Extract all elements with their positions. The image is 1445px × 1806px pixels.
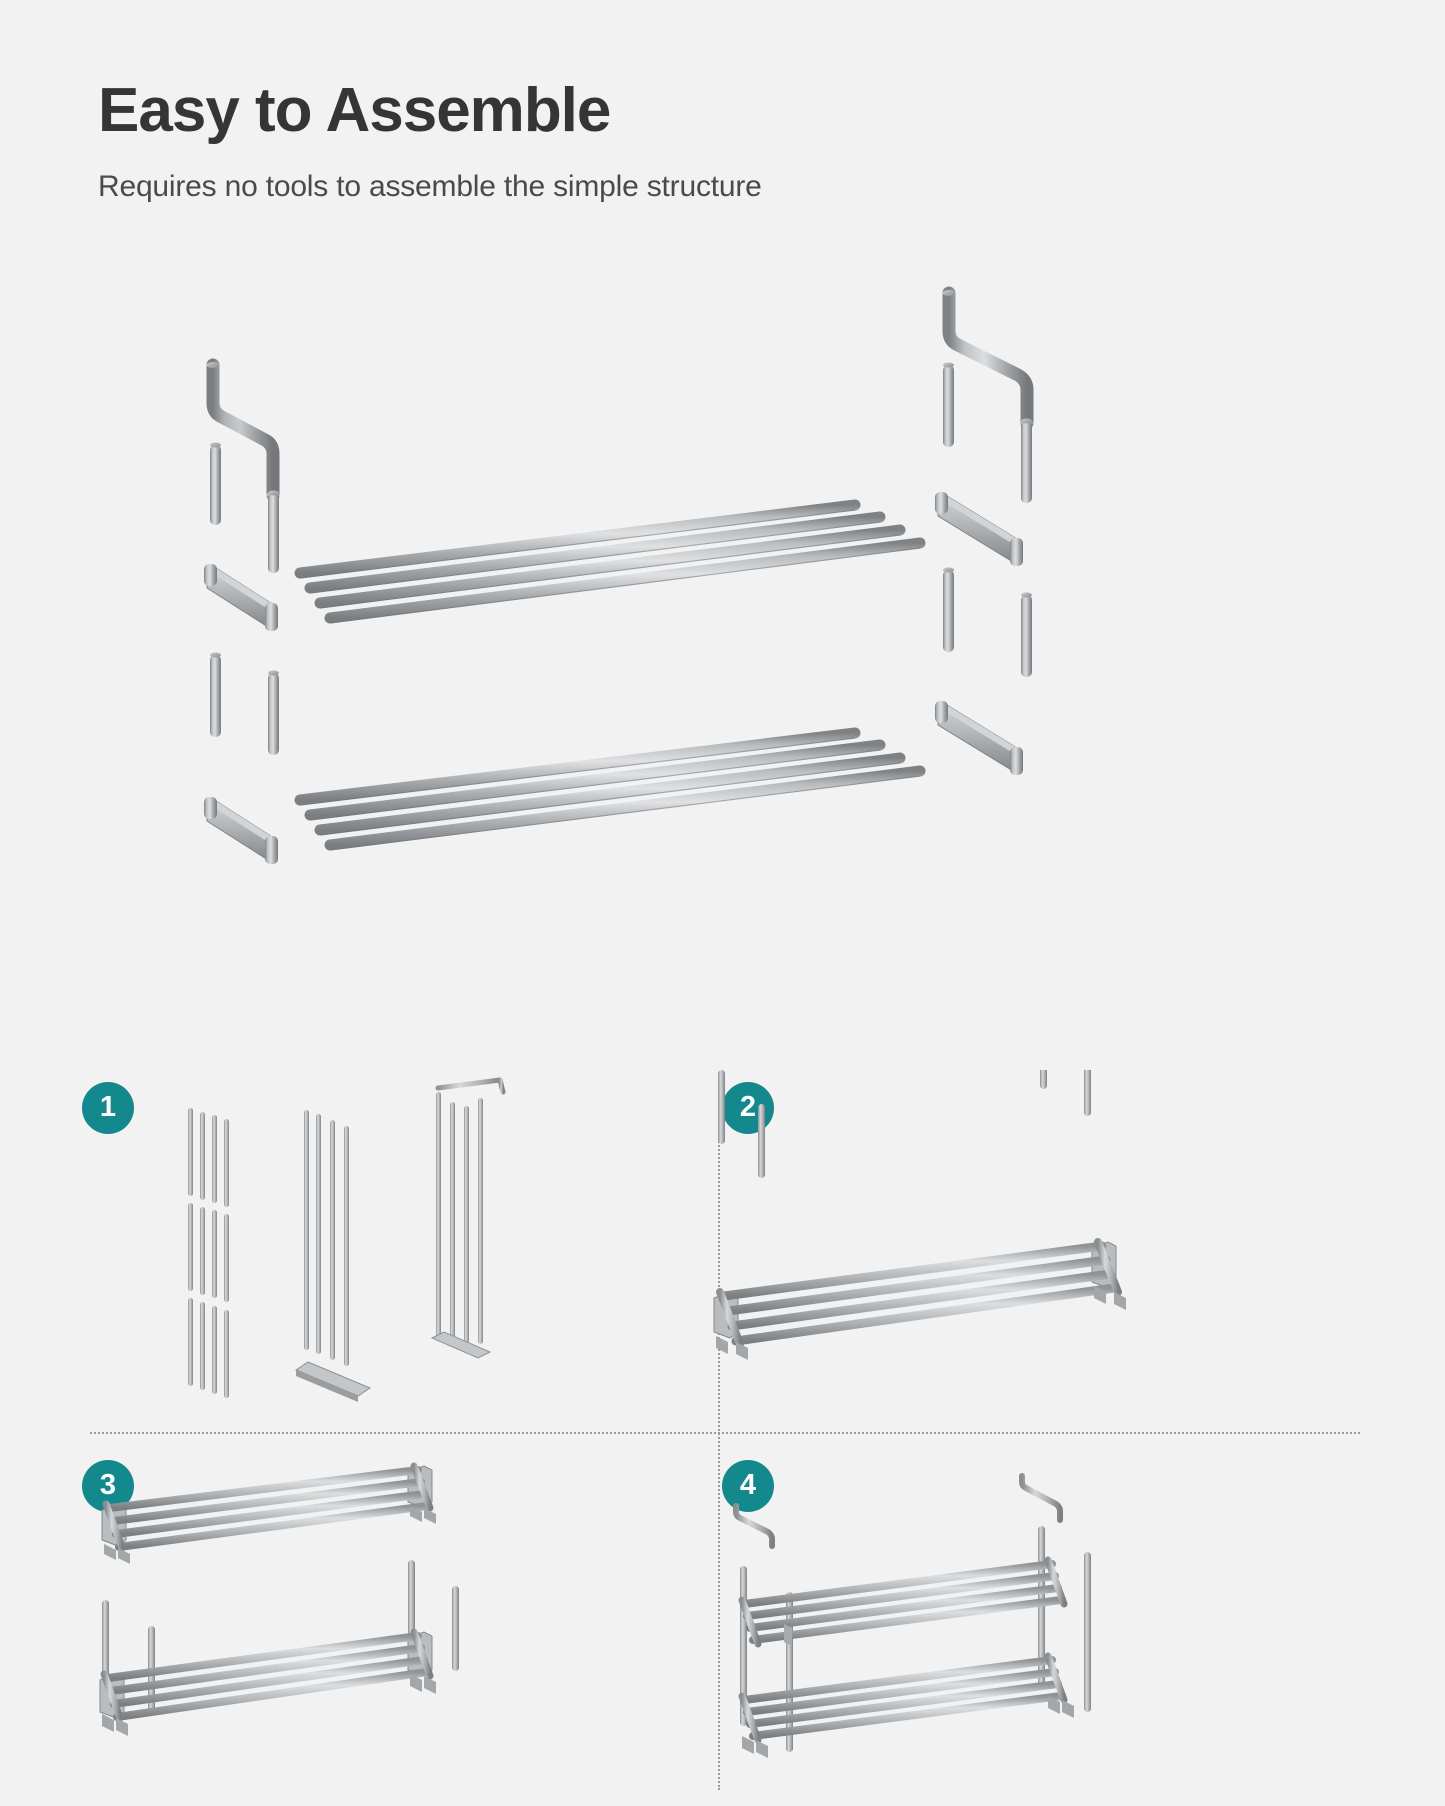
step-3-base-shelf-with-legs [99, 1560, 459, 1736]
step-2-bottom-shelf-assembled [700, 1070, 1400, 1420]
step-4-left-handle-rail [733, 1503, 775, 1549]
step-1-long-bars-group [294, 1110, 372, 1402]
step-1-short-legs-group [188, 1108, 229, 1398]
hero-left-upper-legs [210, 442, 279, 573]
hero-left-lower-legs [210, 652, 279, 755]
step-1: 1 [60, 1070, 700, 1420]
step-1-badge: 1 [82, 1082, 134, 1134]
step-4-assembled-rack [738, 1526, 1091, 1758]
hero-top-right-handle-rail [942, 286, 1034, 430]
page-title: Easy to Assemble [98, 76, 611, 145]
steps-vertical-divider [718, 1090, 720, 1790]
step-1-side-frame-group [430, 1077, 506, 1359]
step-4-complete-rack [700, 1448, 1400, 1788]
hero-right-upper-legs [943, 362, 1032, 503]
exploded-assembly-diagram [0, 255, 1445, 905]
hero-right-lower-bracket [935, 701, 1023, 775]
step-2-loose-legs [718, 1070, 1091, 1178]
step-4-badge: 4 [722, 1460, 774, 1512]
step-4-lower-shelf [738, 1652, 1074, 1758]
hero-lower-shelf-bars [294, 727, 926, 851]
header: Easy to Assemble Requires no tools to as… [98, 78, 1198, 205]
page-subtitle: Requires no tools to assemble the simple… [98, 170, 762, 204]
step-4-upper-shelf [738, 1556, 1068, 1648]
step-1-side-bracket-flat [294, 1361, 372, 1402]
hero-upper-shelf-bars [294, 499, 926, 624]
step-2: 2 [700, 1070, 1400, 1420]
hero-right-upper-bracket [935, 492, 1023, 566]
steps-horizontal-divider [90, 1432, 1360, 1434]
step-3-second-shelf-added [60, 1448, 700, 1788]
hero-left-upper-bracket [204, 564, 278, 631]
step-4: 4 [700, 1448, 1400, 1788]
hero-left-lower-bracket [204, 797, 278, 864]
step-3-upper-shelf [101, 1462, 436, 1564]
step-2-shelf-frame [713, 1238, 1126, 1360]
step-1-parts-layout [60, 1070, 700, 1420]
step-3: 3 [60, 1448, 700, 1788]
step-4-right-handle-rail [1019, 1473, 1063, 1523]
step-2-badge: 2 [722, 1082, 774, 1134]
hero-right-lower-legs [943, 567, 1032, 677]
